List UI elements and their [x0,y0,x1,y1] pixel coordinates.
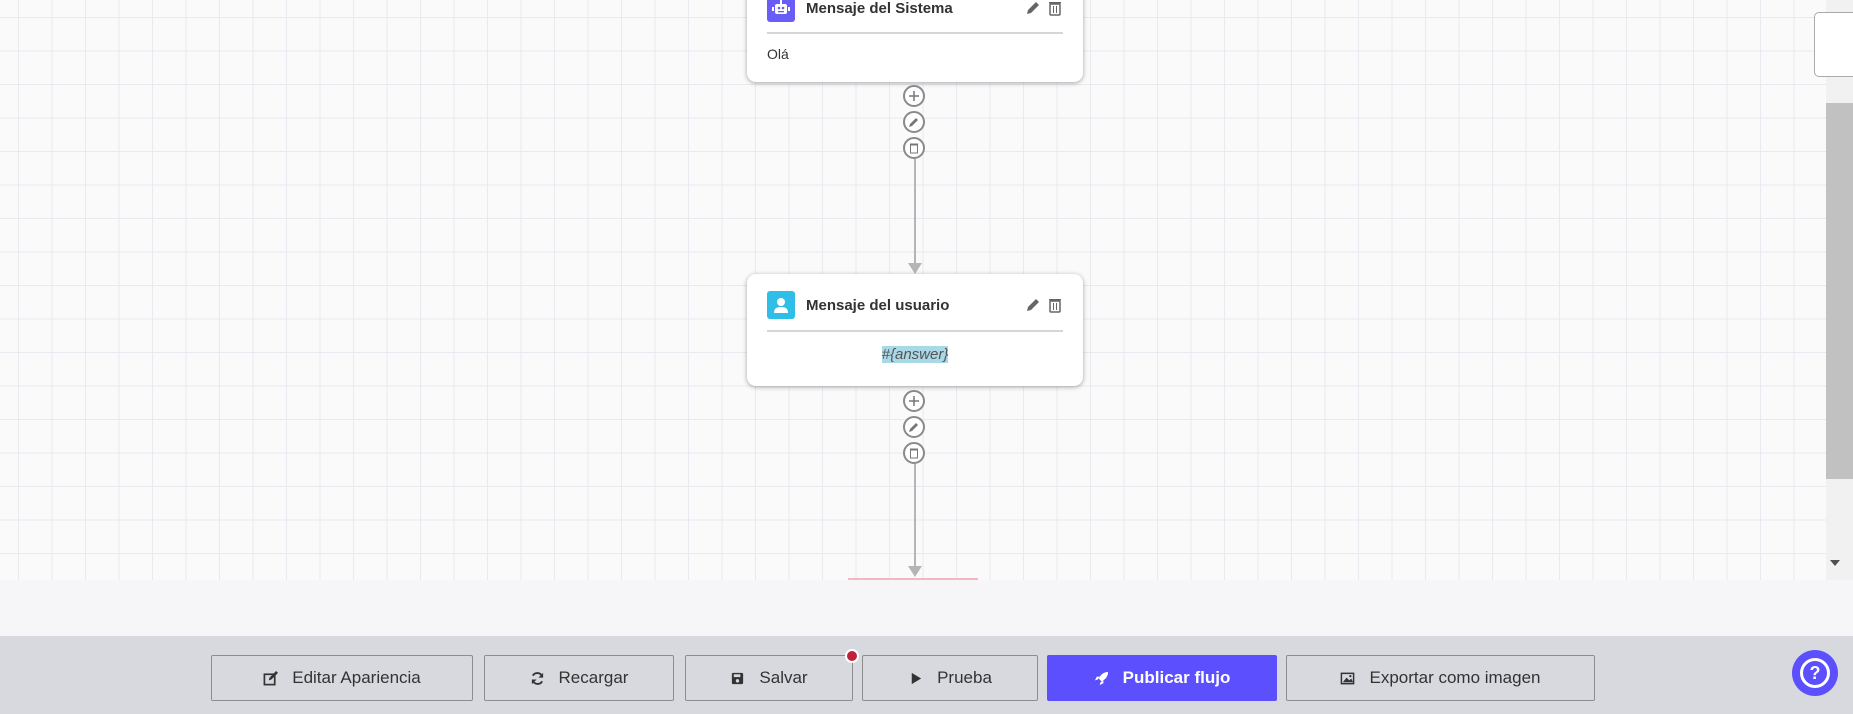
unsaved-changes-indicator [845,649,859,663]
edit-connection-button[interactable] [903,111,925,133]
connector-line [914,159,916,263]
user-message-node[interactable]: Mensaje del usuario #{answer} [747,274,1083,386]
answer-variable: #{answer} [881,346,949,363]
test-button[interactable]: Prueba [862,655,1038,701]
help-button[interactable]: ? [1792,650,1838,696]
refresh-icon [531,671,543,685]
next-node-edge [848,578,978,580]
export-image-button[interactable]: Exportar como imagen [1286,655,1595,701]
edit-icon [263,670,279,685]
user-icon [767,291,795,319]
connector-line [914,464,916,568]
node-title: Mensaje del usuario [806,296,950,314]
play-icon [911,672,922,684]
pencil-icon[interactable] [1025,0,1041,16]
image-icon [1341,672,1355,684]
rocket-icon [1094,671,1108,685]
edit-connection-button[interactable] [903,416,925,438]
scrollbar-thumb[interactable] [1826,103,1853,479]
trash-icon[interactable] [1047,0,1063,16]
robot-icon [767,0,795,22]
connector-arrow [908,263,922,274]
node-title: Mensaje del Sistema [806,0,953,17]
pencil-icon[interactable] [1025,297,1041,313]
edit-appearance-button[interactable]: Editar Apariencia [211,655,473,701]
scroll-down-arrow-icon[interactable] [1830,560,1840,566]
save-button[interactable]: Salvar [685,655,853,701]
connector-arrow [908,566,922,577]
delete-connection-button[interactable] [903,442,925,464]
add-step-button[interactable] [903,85,925,107]
question-icon: ? [1800,658,1830,688]
minimap-panel[interactable] [1814,12,1853,77]
add-step-button[interactable] [903,390,925,412]
reload-button[interactable]: Recargar [484,655,674,701]
system-message-node[interactable]: Mensaje del Sistema Olá [747,0,1083,82]
trash-icon[interactable] [1047,297,1063,313]
delete-connection-button[interactable] [903,137,925,159]
publish-flow-button[interactable]: Publicar flujo [1047,655,1277,701]
save-icon [732,672,744,684]
node-body: Olá [767,46,789,62]
